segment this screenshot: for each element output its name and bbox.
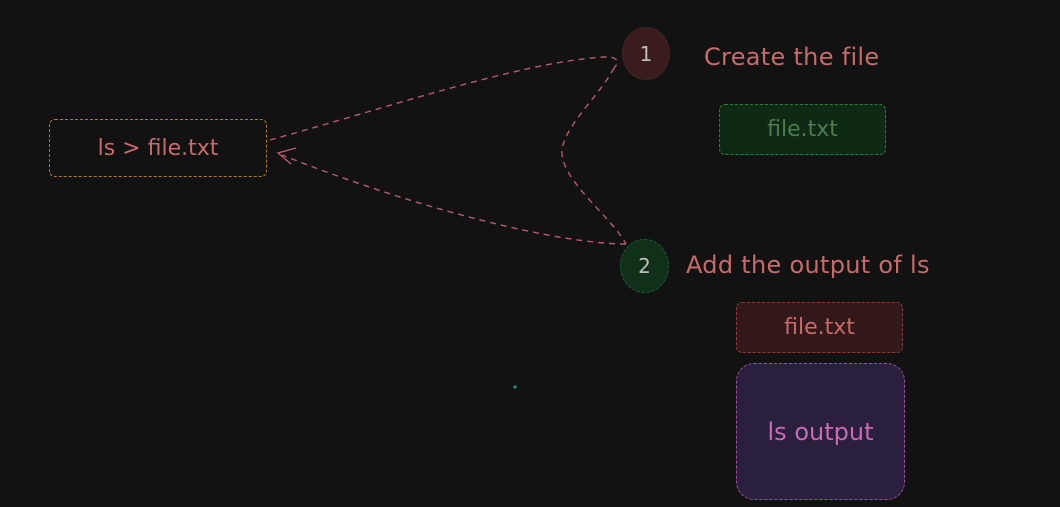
step2-file-box[interactable]: file.txt xyxy=(736,302,903,353)
arrowhead-icon xyxy=(276,147,297,165)
step1-label: Create the file xyxy=(704,43,880,71)
arrow-step1-to-step2 xyxy=(561,67,627,245)
command-text: ls > file.txt xyxy=(97,135,219,161)
ls-output-box[interactable]: ls output xyxy=(736,363,905,500)
step1-file-box[interactable]: file.txt xyxy=(719,104,886,155)
arrow-command-to-step1 xyxy=(269,56,618,141)
step2-file-text: file.txt xyxy=(784,315,855,340)
step2-label: Add the output of ls xyxy=(686,251,930,279)
ls-output-text: ls output xyxy=(767,417,874,446)
stray-dot xyxy=(513,385,517,389)
step2-number: 2 xyxy=(638,254,651,278)
step1-badge: 1 xyxy=(622,27,670,80)
step2-badge: 2 xyxy=(620,239,669,293)
step1-file-text: file.txt xyxy=(767,117,838,142)
arrow-step2-to-command xyxy=(281,154,627,245)
command-box[interactable]: ls > file.txt xyxy=(49,119,267,177)
step1-number: 1 xyxy=(639,41,653,66)
